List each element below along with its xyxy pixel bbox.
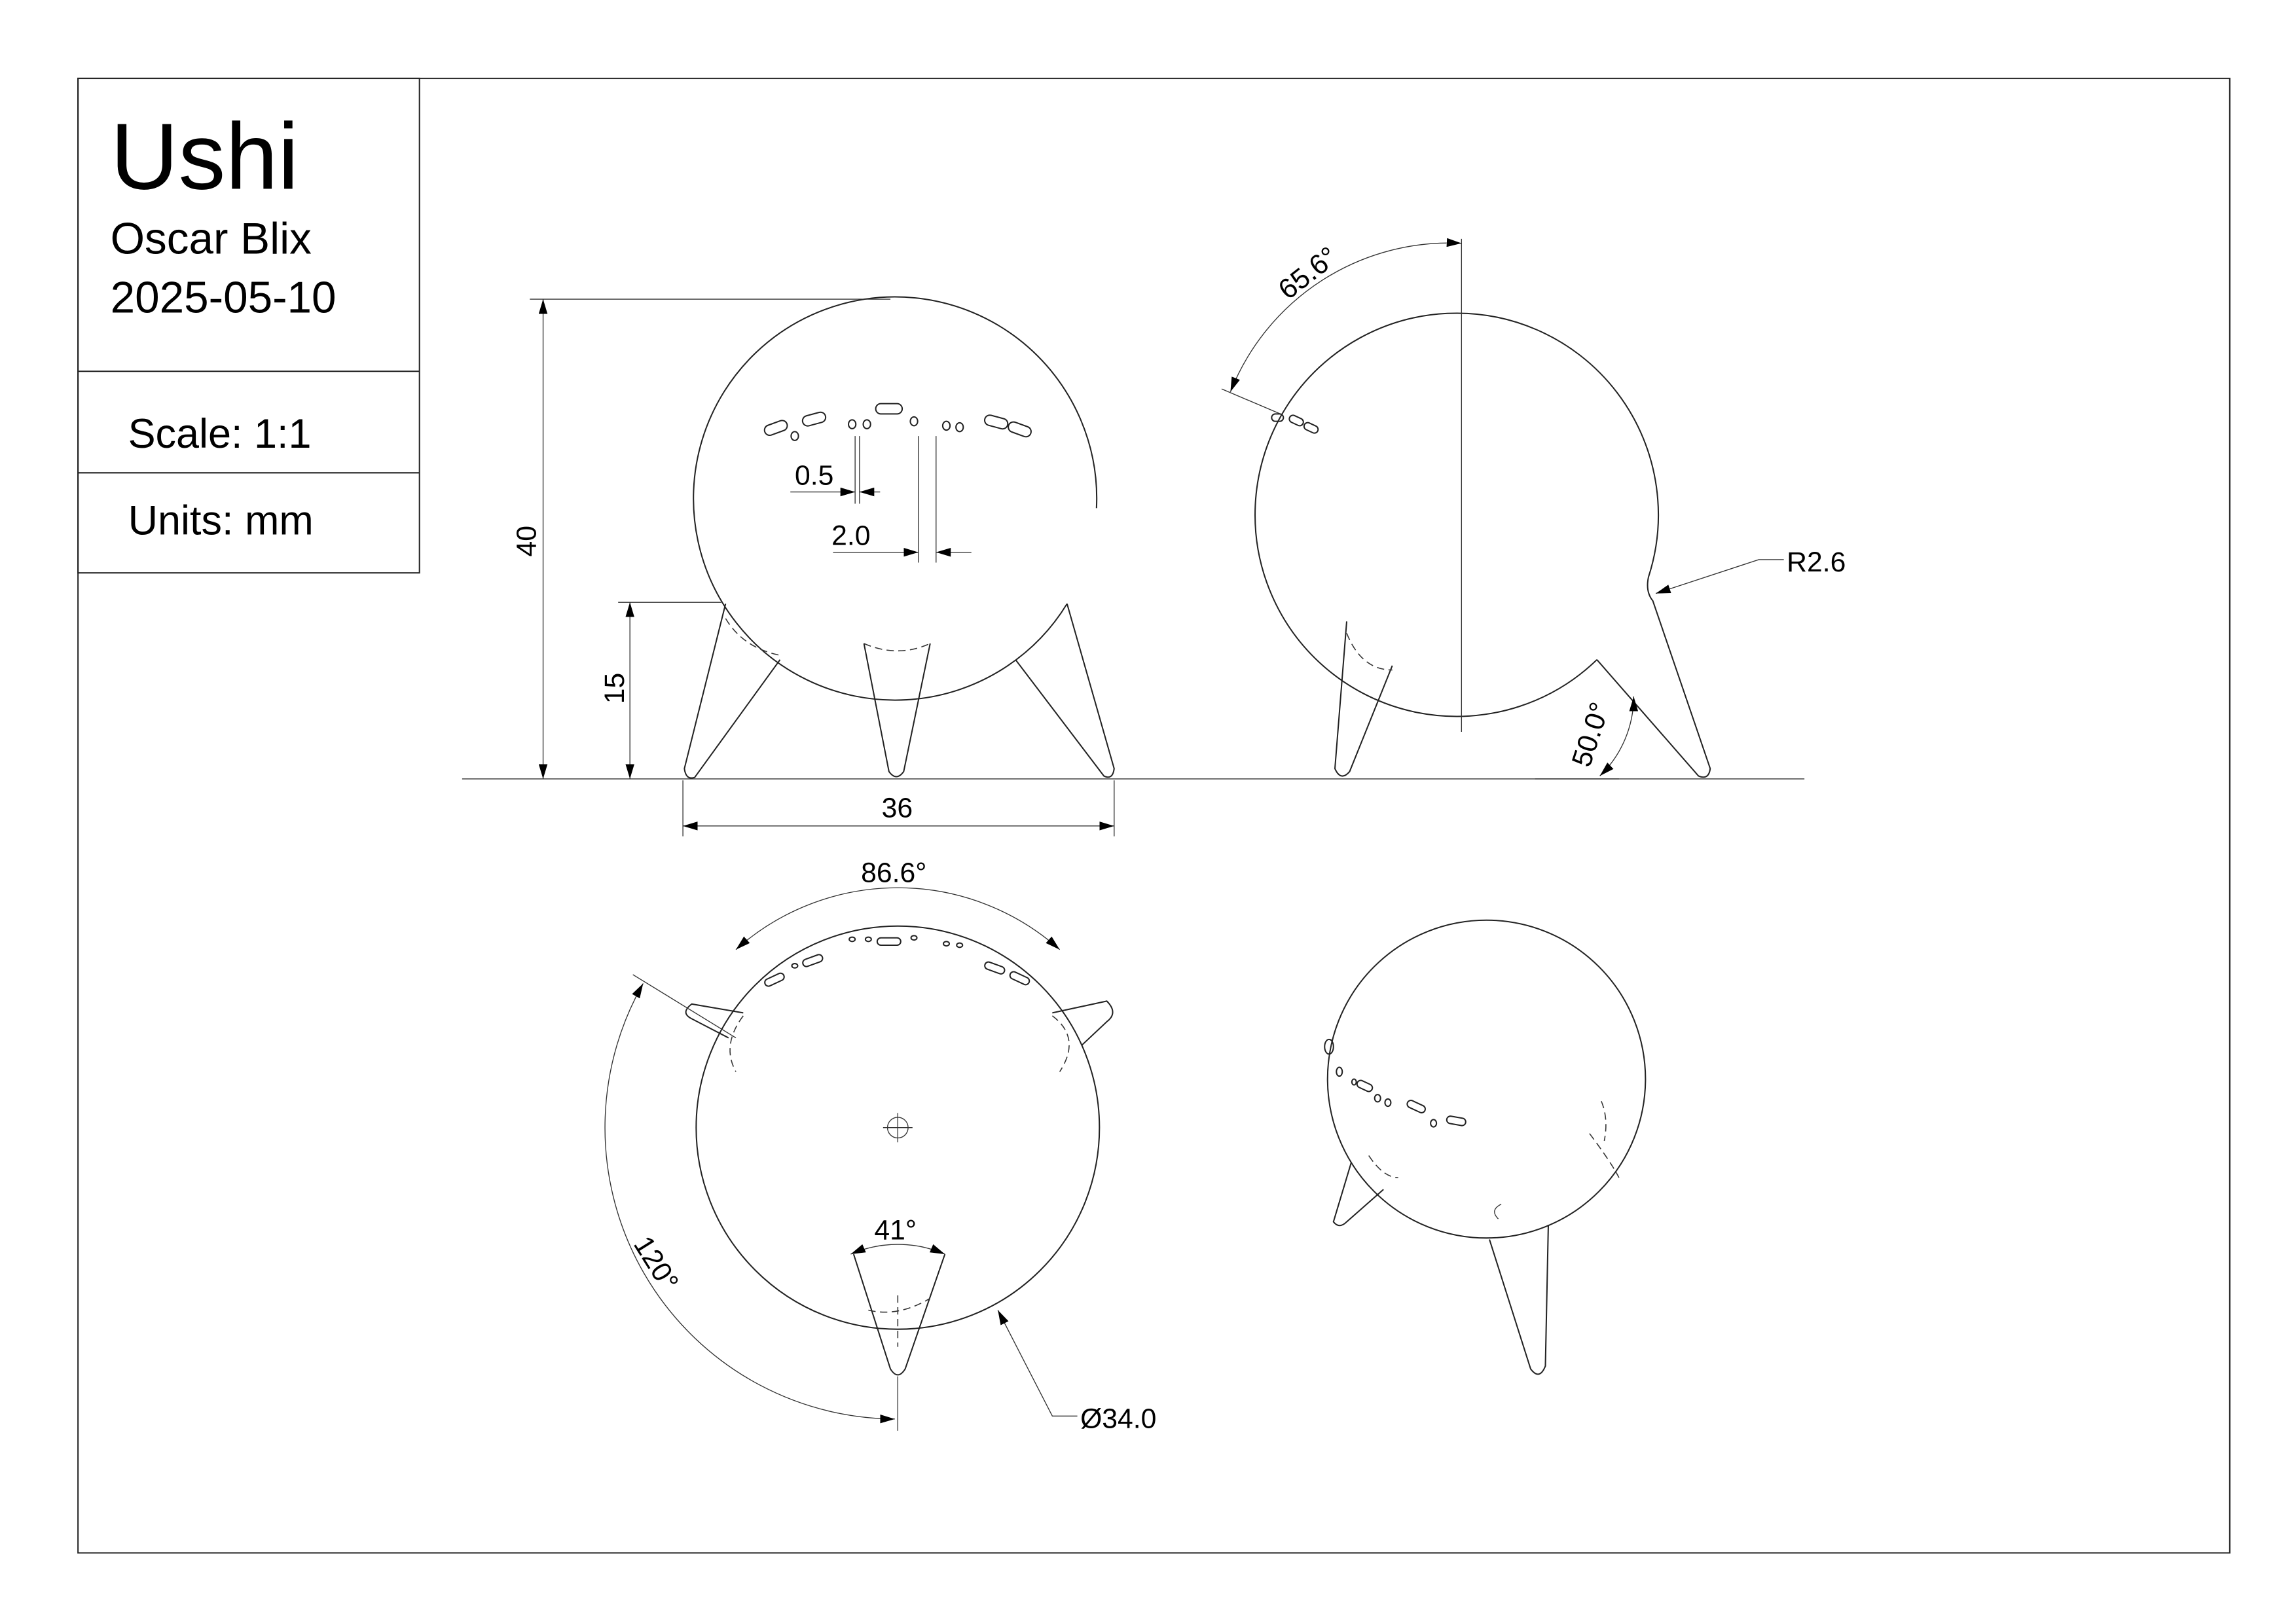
iso-holes [1324,1038,1467,1128]
scale-label: Scale: 1:1 [128,411,312,457]
face-holes [763,403,1032,441]
author-name: Oscar Blix [111,214,312,263]
dim-leg-spacing-120: 120° [627,1231,685,1296]
title-block: Ushi Oscar Blix 2025-05-10 Scale: 1:1 Un… [77,77,420,574]
dim-top-arc-86-6: 86.6° [861,857,926,888]
dim-leg-angle-50: 50.0° [1566,698,1616,770]
dim-leg-height-15: 15 [599,673,630,704]
bottom-view: 86.6° 120° 41° Ø34.0 [604,857,1156,1434]
dim-height-40: 40 [511,526,542,557]
drawing-title: Ushi [111,104,299,209]
front-view: 40 15 36 0.5 2.0 [511,296,1115,837]
dim-side-angle-65-6: 65.6° [1273,241,1344,306]
dim-diameter-34: Ø34.0 [1080,1403,1156,1434]
dim-hole-gap-2-0: 2.0 [831,520,870,551]
isometric-view [1324,919,1647,1375]
drawing-date: 2025-05-10 [111,273,337,322]
side-view: 65.6° R2.6 50.0° [1221,238,1846,780]
units-label: Units: mm [128,498,314,544]
dim-leg-taper-41: 41° [874,1215,917,1246]
bottom-view-holes [764,935,1030,987]
dim-gap-0-5: 0.5 [795,460,833,491]
dim-leg-span-36: 36 [882,792,913,823]
dim-fillet-r2-6: R2.6 [1787,547,1846,578]
sheet-border [77,77,2231,1554]
